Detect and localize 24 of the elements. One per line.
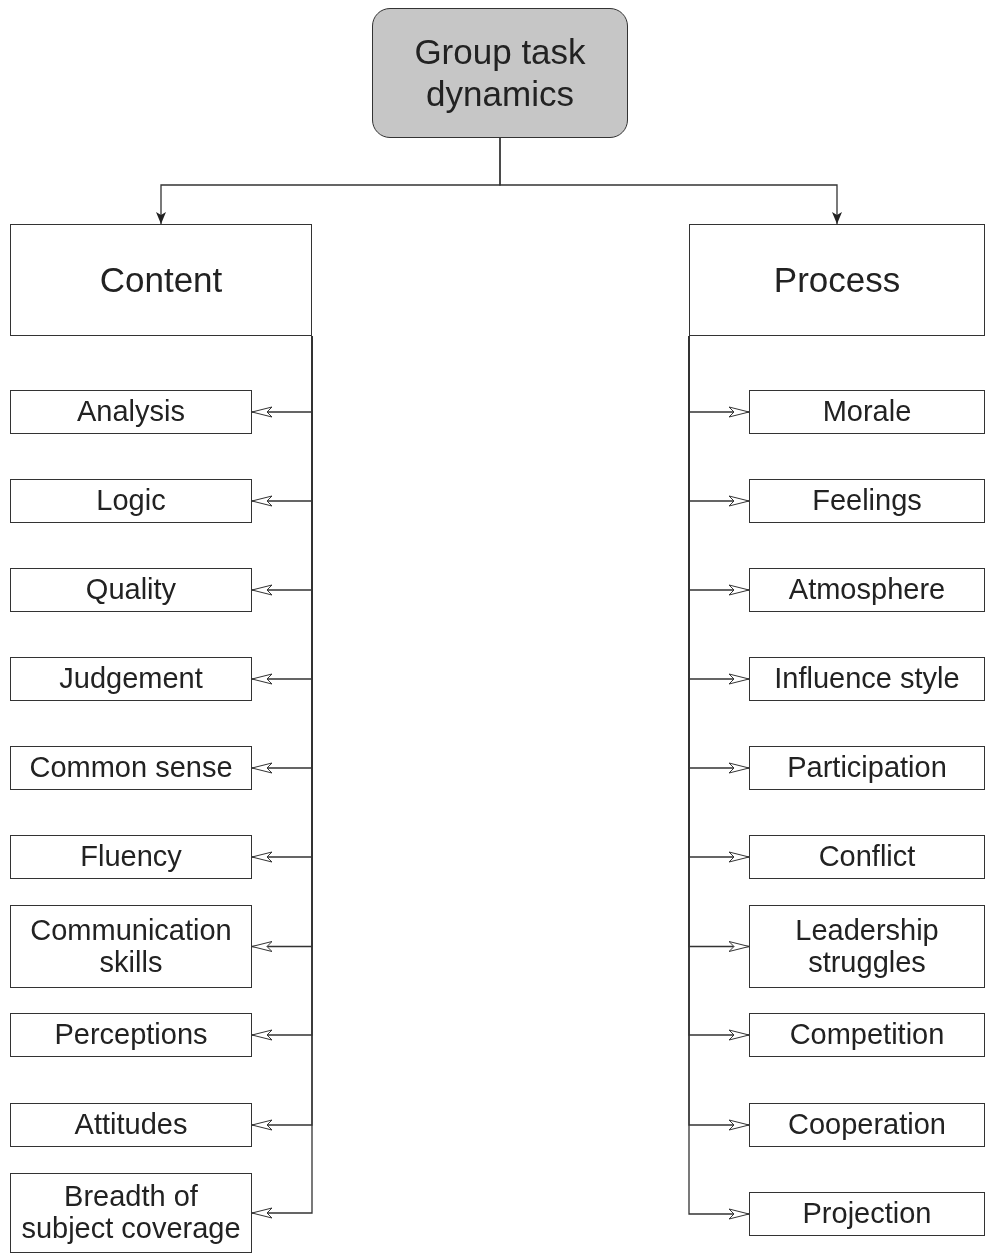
category-box: Common sense [10, 746, 252, 790]
connector-arrow [499, 137, 842, 225]
category-box: Attitudes [10, 1103, 252, 1147]
category-box: Feelings [749, 479, 985, 523]
category-box: Leadership struggles [749, 905, 985, 988]
category-box: Projection [749, 1192, 985, 1236]
category-box: Content [10, 224, 312, 336]
category-box: Participation [749, 746, 985, 790]
category-box: Influence style [749, 657, 985, 701]
category-box: Logic [10, 479, 252, 523]
category-box: Conflict [749, 835, 985, 879]
category-box: Atmosphere [749, 568, 985, 612]
category-box: Judgement [10, 657, 252, 701]
category-box: Analysis [10, 390, 252, 434]
category-box: Breadth of subject coverage [10, 1173, 252, 1253]
category-box: Cooperation [749, 1103, 985, 1147]
category-box: Morale [749, 390, 985, 434]
category-box: Competition [749, 1013, 985, 1057]
category-box: Process [689, 224, 985, 336]
category-box: Fluency [10, 835, 252, 879]
category-box: Communication skills [10, 905, 252, 988]
category-box: Quality [10, 568, 252, 612]
category-box: Perceptions [10, 1013, 252, 1057]
root-box: Group task dynamics [372, 8, 628, 138]
